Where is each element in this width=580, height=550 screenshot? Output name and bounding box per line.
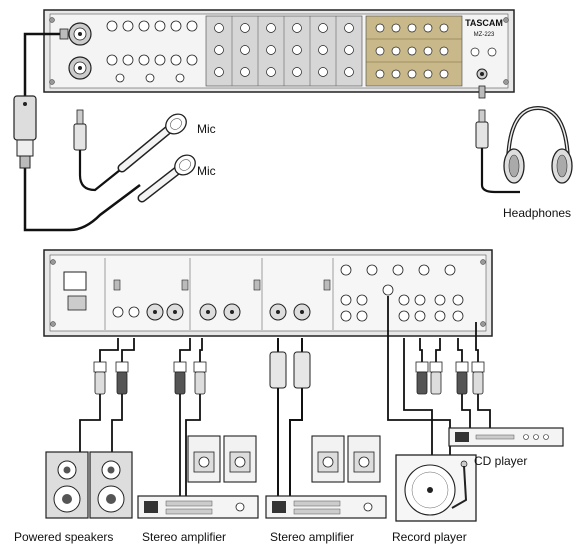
input-knobs: [106, 20, 198, 83]
phone-jack-cable: [73, 109, 121, 192]
powered-speakers-label: Powered speakers: [14, 530, 113, 544]
headphones-label: Headphones: [503, 206, 571, 220]
speaker-rca-cable: [79, 338, 135, 452]
cd-player-icon: [448, 427, 564, 447]
channel-strips: [205, 15, 363, 87]
xlr-plug-icon: [13, 95, 37, 169]
mixer-rear-panel: [43, 249, 493, 337]
rca-inputs: [340, 284, 464, 322]
amp2-xlr-cable: [269, 338, 311, 500]
microphone-1-icon: [117, 113, 187, 173]
microphone-2-icon: [137, 154, 196, 203]
mic-1-label: Mic: [197, 122, 216, 136]
mic-input-2: [68, 56, 92, 80]
cd-player-label: CD player: [474, 454, 527, 468]
master-knobs: [470, 47, 497, 57]
mic-2-label: Mic: [197, 164, 216, 178]
mic-input-1: [68, 22, 92, 46]
brand-label: TASCAM: [465, 18, 503, 28]
mixer-front-panel: TASCAM MZ-223: [43, 9, 515, 93]
cd-rca-cable: [415, 322, 491, 428]
passive-speakers-1-icon: [187, 435, 257, 483]
headphone-jack: [476, 68, 488, 80]
headphone-cable: [475, 85, 520, 194]
amp1-rca-cable: [173, 338, 207, 500]
stereo-amplifier-1-label: Stereo amplifier: [142, 530, 226, 544]
powered-speakers-icon: [45, 451, 133, 519]
record-player-icon: [395, 454, 477, 522]
model-label: MZ-223: [474, 32, 495, 38]
record-player-label: Record player: [392, 530, 467, 544]
stereo-amplifier-1-icon: [137, 495, 259, 519]
stereo-amplifier-2-label: Stereo amplifier: [270, 530, 354, 544]
xlr-cable: [23, 32, 141, 232]
passive-speakers-2-icon: [311, 435, 381, 483]
stereo-amplifier-2-icon: [265, 495, 387, 519]
headphones-icon: [503, 105, 573, 184]
master-section: [365, 15, 463, 87]
